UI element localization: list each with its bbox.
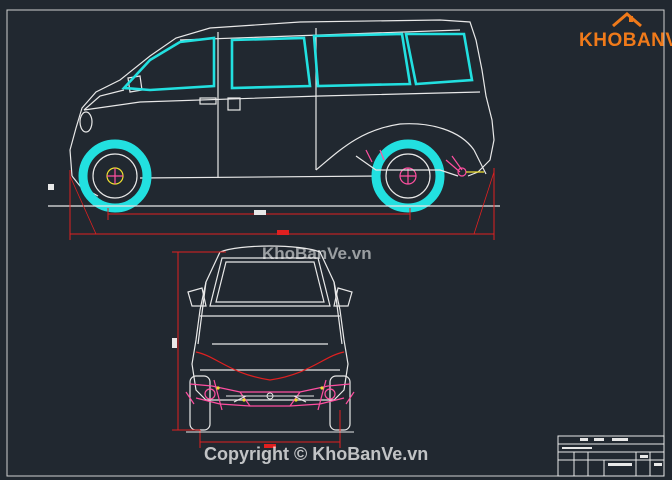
windshield-glass: [121, 36, 216, 92]
left-pillar: [197, 281, 207, 345]
track-dimension-tag: [264, 444, 276, 448]
wheelbase-dimension-tag: [254, 210, 266, 215]
door-handle-slide: [227, 97, 241, 111]
right-pillar: [333, 281, 343, 345]
rear-quarter: [473, 149, 487, 175]
middle-glass: [312, 32, 412, 88]
door-handle-front: [199, 97, 217, 105]
headlight: [79, 111, 93, 133]
drawing-frame: [6, 9, 665, 477]
underbody-profile: [195, 351, 345, 381]
rocker-panel: [139, 175, 381, 179]
side-windows: [121, 32, 474, 92]
belt-line: [83, 91, 481, 111]
rear-wheel: [371, 139, 445, 213]
overall-length-dimension-tag: [277, 230, 289, 235]
title-block-entries: [562, 438, 662, 466]
height-dimension-tag: [172, 338, 177, 348]
rear-arch: [315, 123, 475, 171]
windshield-inner: [215, 261, 325, 303]
khobanve-logo: KHOBANVE: [573, 10, 672, 54]
front-body-outline: [191, 245, 349, 401]
watermark-copyright: Copyright © KhoBanVe.vn: [204, 444, 429, 464]
logo-text: KHOBANVE: [579, 30, 672, 51]
house-roof-icon: [612, 12, 642, 28]
watermark-middle: KhoBanVe.vn: [262, 244, 372, 263]
front-marker: [48, 184, 54, 190]
front-suspension-pivots: [216, 386, 324, 402]
title-block: [557, 435, 665, 477]
rear-suspension-side: [355, 149, 484, 177]
front-windshield: [209, 257, 331, 307]
front-wheel: [78, 139, 152, 213]
left-mirror: [187, 287, 207, 307]
front-view: [187, 245, 353, 401]
rear-glass: [404, 32, 474, 86]
front-dimensions: [172, 251, 341, 448]
front-suspension: [185, 379, 355, 411]
hood-line: [83, 89, 125, 111]
van-body-outline: [69, 19, 495, 177]
front-door-glass: [230, 36, 312, 90]
front-suspension-details: [226, 392, 314, 403]
right-mirror: [333, 287, 353, 307]
